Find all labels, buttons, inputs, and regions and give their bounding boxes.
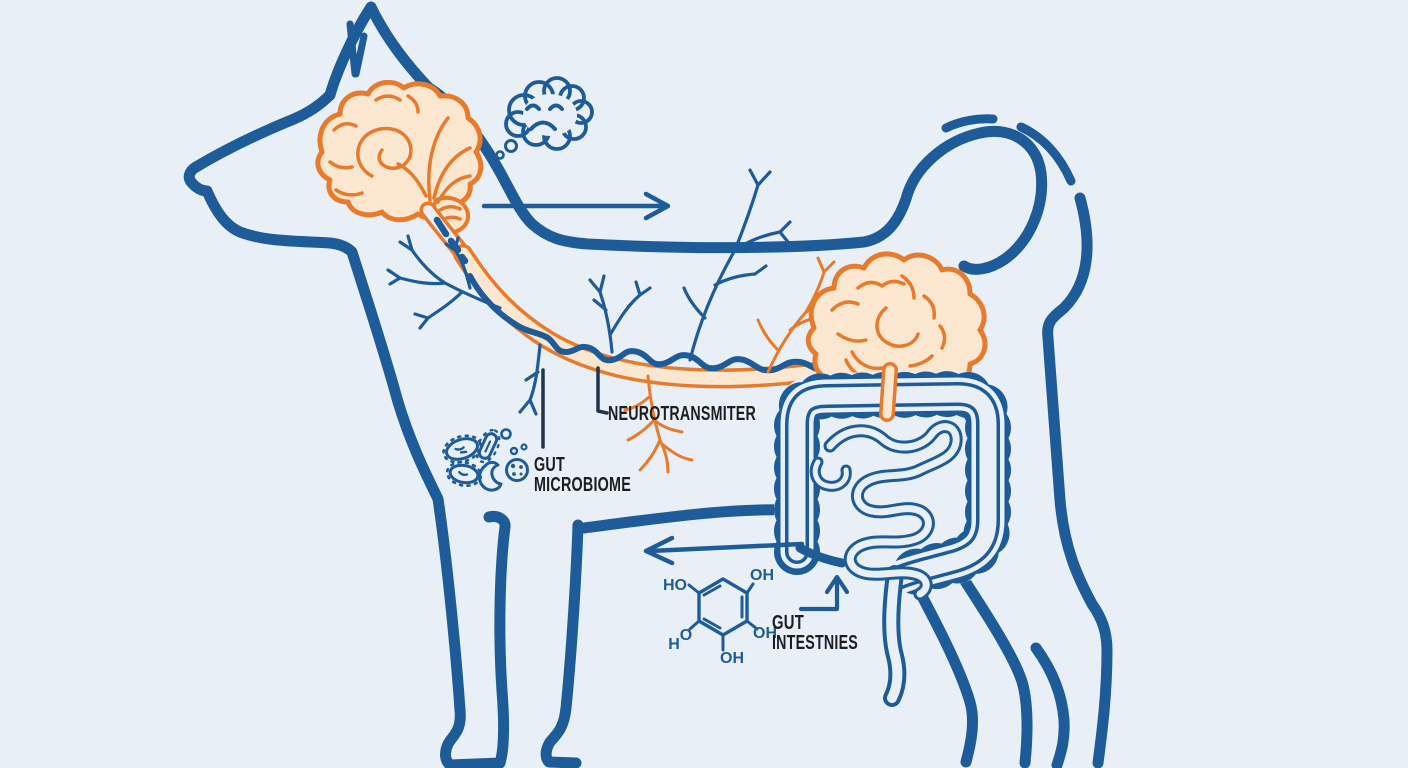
- gut-intestines-label-line1: GUT: [772, 612, 804, 634]
- rectum-tube-inner: [886, 569, 903, 703]
- cecum-tail: [795, 543, 847, 568]
- small-intestine-minicoil-inner: [812, 459, 849, 489]
- colon-wall-hollow: [788, 385, 997, 587]
- small-intestine-coil-inner: [826, 423, 960, 598]
- hydroxyl-label-top-left: HO: [663, 577, 687, 594]
- bacterium-oval-2: [445, 460, 483, 488]
- neurotransmitter-pointer-line: [596, 366, 609, 415]
- gut-microbiome-label-line2: MICROBIOME: [534, 474, 631, 496]
- intestines-icon: [774, 362, 1011, 707]
- hydroxyl-molecule-icon: HO OH H O OH OH: [663, 567, 777, 667]
- neurotransmitter-label: NEUROTRANSMITER: [608, 403, 756, 425]
- bond-stubs: [687, 582, 759, 652]
- gut-microbiome-label-line1: GUT: [534, 454, 565, 476]
- orange-fan-down: [623, 374, 694, 474]
- blue-twigs-down: [518, 343, 542, 416]
- bacterium-oval-1: [442, 434, 482, 464]
- blue-fan-left: [386, 234, 502, 330]
- benzene-ring: [697, 577, 749, 637]
- sad-thought-cloud-icon: [495, 76, 594, 160]
- vagus-tube-inner: [456, 247, 867, 385]
- hydroxyl-label-top-right: OH: [750, 567, 774, 584]
- microbe-dot-2: [509, 446, 519, 456]
- vagus-wave-line: [467, 273, 859, 374]
- dog-head-back-tail-line: [190, 1, 1048, 275]
- arrow-left-icon: [643, 535, 805, 566]
- microbe-bean: [478, 460, 503, 492]
- brain-icon: [315, 79, 484, 235]
- dog-far-ear-line: [346, 20, 368, 78]
- thought-bubble-1: [504, 139, 518, 153]
- gut-brain-stem-inner: [882, 365, 895, 419]
- gut-intestines-label-line2: INTESTNIES: [772, 632, 858, 654]
- dog-far-frontleg-line: [540, 519, 584, 768]
- thought-bubble-2: [495, 150, 505, 160]
- dog-outline-icon: [183, 1, 1113, 768]
- dog-rump-hindleg-line: [1042, 192, 1113, 768]
- blue-fan-up: [588, 274, 652, 354]
- brain-gyri-lines: [328, 94, 472, 222]
- bacterium-rod: [475, 428, 501, 464]
- blue-fan-tall: [682, 168, 792, 362]
- hydroxyl-label-lower-right: OH: [753, 625, 777, 642]
- gut-microbes-icon: [442, 428, 529, 492]
- sad-face: [525, 103, 564, 131]
- nerve-branches-icon: [386, 168, 844, 474]
- dog-muzzle-chest-frontleg-line: [183, 161, 511, 768]
- hydroxyl-label-bottom: OH: [720, 650, 744, 667]
- microbe-cell: [505, 458, 529, 482]
- microbe-dot-1: [500, 428, 512, 440]
- microbe-dot-3: [520, 443, 528, 451]
- tail-dash-arcs: [941, 114, 1076, 186]
- brain-outline: [315, 79, 484, 223]
- vagus-nerve-icon: [419, 201, 870, 389]
- oxygen-label-lower-left: O: [680, 627, 692, 644]
- hydrogen-label-lower-left: H: [668, 636, 680, 653]
- arrow-up-icon: [798, 574, 850, 612]
- benzene-double-bonds: [702, 584, 744, 630]
- arrow-right-icon: [481, 191, 671, 221]
- dog-hindleg-inner-lines: [900, 552, 1070, 768]
